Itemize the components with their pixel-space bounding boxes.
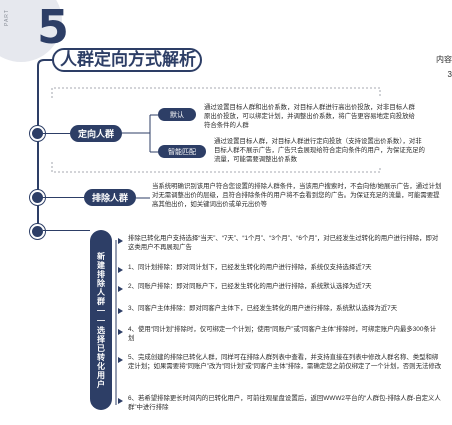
cut-off-number-right: 3 — [447, 70, 452, 79]
default-mode-pill: 默认 — [158, 108, 196, 121]
smart-match-pill: 智能匹配 — [158, 145, 206, 158]
new-exclude-item: 5、完成创建的排除已转化人群，同样可在排除人群列表中查看，并支持直接在列表中修改… — [128, 354, 442, 371]
new-exclude-pill-connector — [43, 230, 90, 231]
new-exclude-item: 2、同账户排除：即对同账户下，已经发生转化的用户进行排除，系统默认选择为近7天 — [128, 283, 372, 290]
item-arrow — [118, 267, 123, 273]
page-title: 人群定向方式解析 — [60, 50, 196, 69]
item-arrow — [118, 286, 123, 292]
new-exclude-item: 1、同计划排除：即对同计划下，已经发生转化的用户进行排除，系统仅支持选择近7天 — [128, 264, 372, 271]
default-mode-text: 通过设置目标人群和出价系数，对目标人群进行高出价投放，对非目标人群原出价投放，可… — [204, 104, 415, 130]
item-arrow — [118, 398, 123, 404]
exclude-description: 当系统明确识别该用户符合您设置的排除人群条件，当该用户搜索时，不会向他/她展示广… — [152, 183, 442, 209]
cut-off-text-right: 内容 — [436, 55, 452, 64]
new-exclude-vertical-pill: 新建排除人群——选择已转化用户 — [90, 230, 112, 410]
exclude-pill: 排除人群 — [84, 189, 136, 206]
item-arrow — [118, 308, 123, 314]
new-exclude-item: 3、同客户主体排除：即对同客户主体下，已经发生转化的用户进行排除，系统默认选择为… — [128, 305, 398, 312]
targeting-pill: 定向人群 — [70, 125, 122, 142]
new-exclude-item: 排除已转化用户支持选择“当天”、“7天”、“1个月”、“3个月”、“6个月”，对… — [128, 235, 439, 252]
spine-node-new-exclude — [30, 224, 45, 239]
item-arrow — [118, 329, 123, 335]
new-exclude-item: 6、若希望排除更长时间内的已转化用户，可前往观星盘设置后，返回WWW2平台的“人… — [128, 395, 441, 412]
new-exclude-item: 4、使用“同计划”排除时，仅可绑定一个计划；使用“同账户”或“同客户主体”排除时… — [128, 326, 437, 343]
item-arrow — [118, 357, 123, 363]
exclude-pill-connector — [43, 197, 84, 198]
part-number: 5 — [37, 0, 70, 54]
smart-match-text: 通过设置目标人群，对目标人群进行定向投放（支持设置出价系数），对非目标人群不展示… — [214, 138, 425, 164]
targeting-pill-connector — [43, 133, 70, 134]
item-arrow — [118, 238, 123, 244]
